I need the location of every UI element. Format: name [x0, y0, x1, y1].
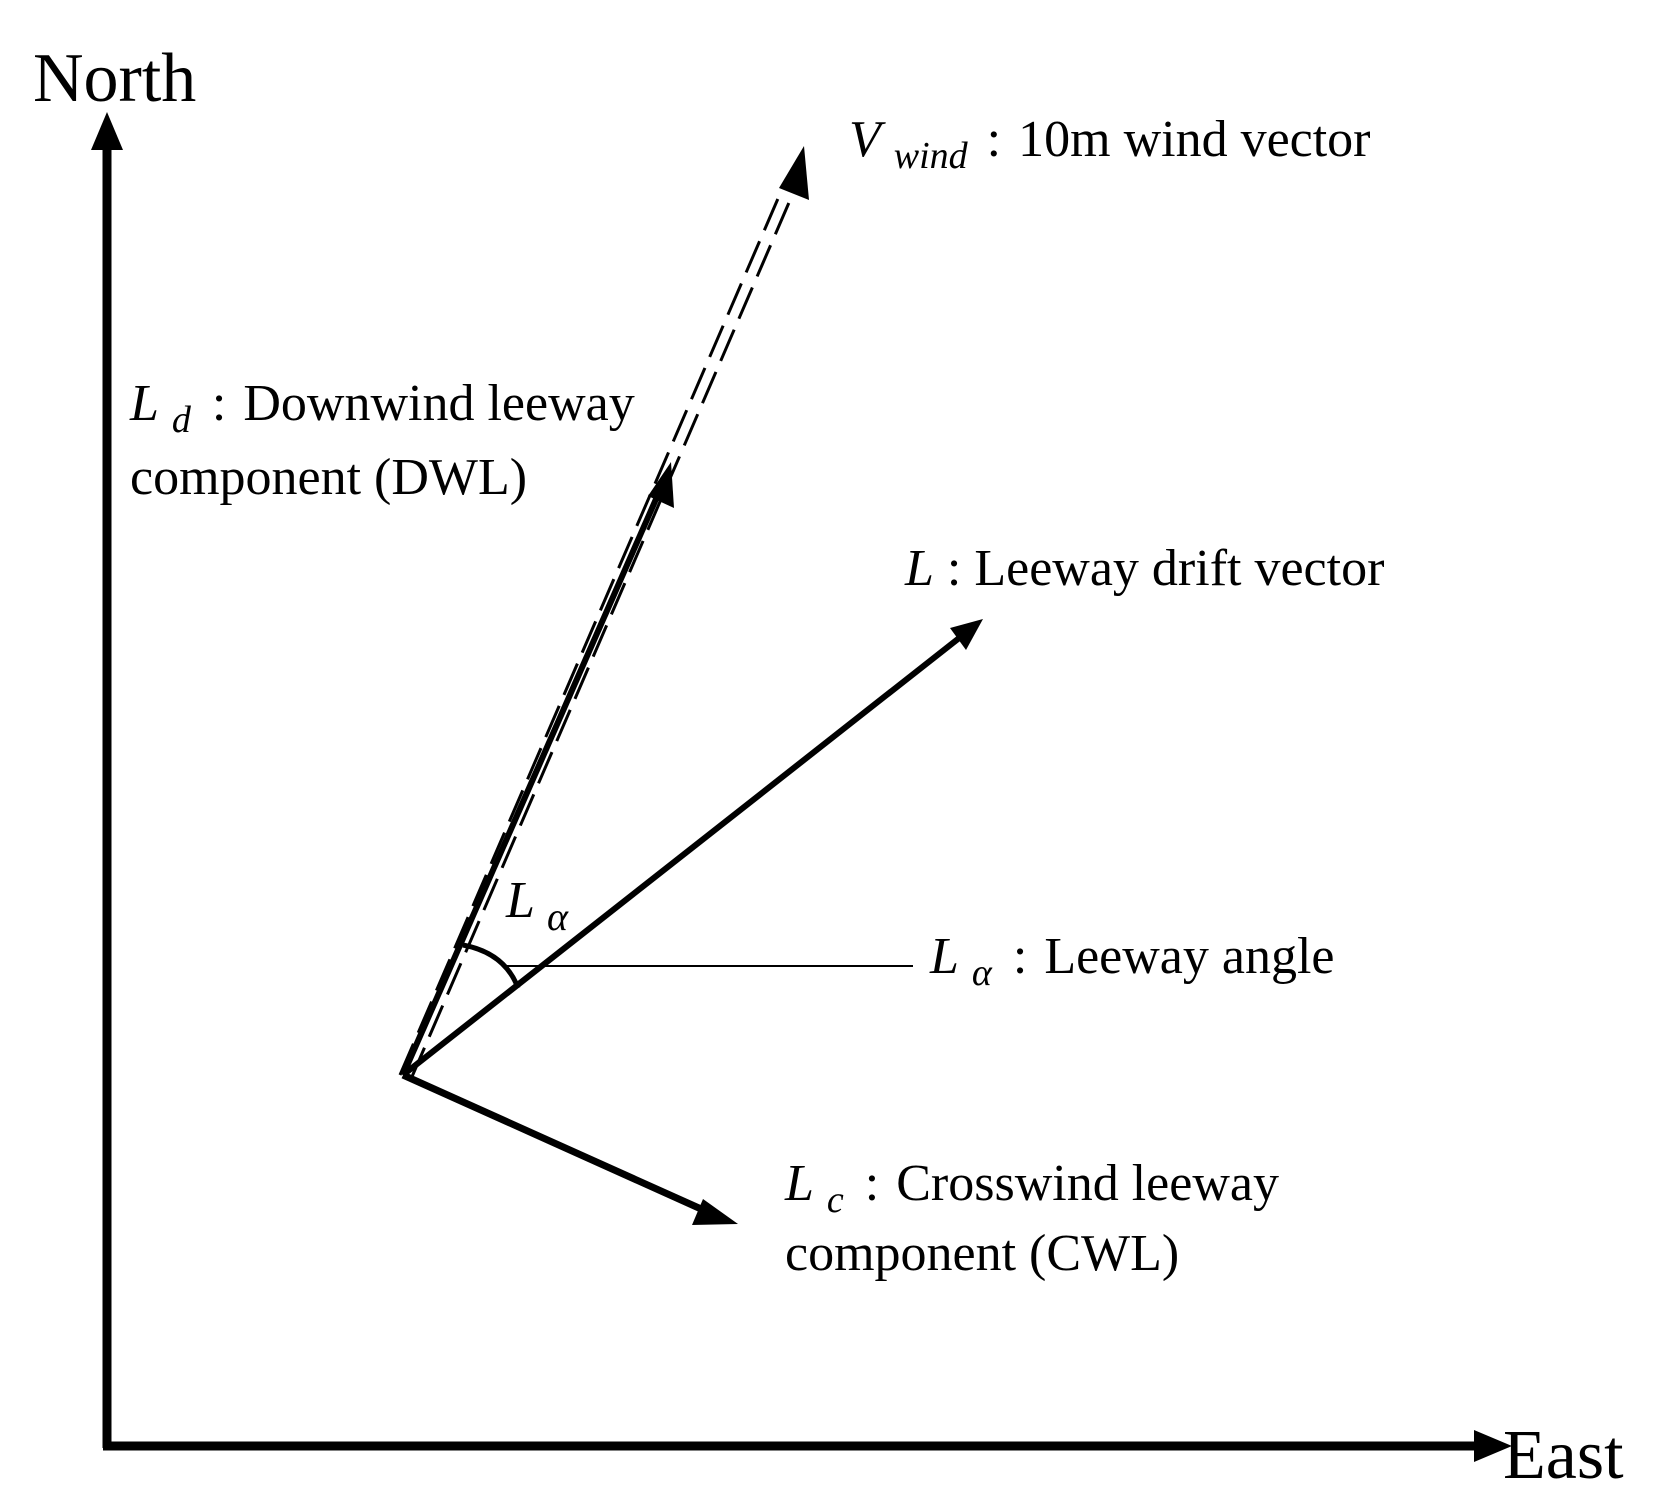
angle-separator: :	[1013, 928, 1027, 985]
east-axis	[103, 1430, 1512, 1462]
crosswind-leeway-arrowhead	[692, 1199, 738, 1225]
angle-marker-subscript: α	[547, 894, 569, 939]
crosswind-symbol: L	[784, 1155, 814, 1212]
east-axis-arrowhead	[1474, 1430, 1512, 1462]
wind-vector-arrowhead	[779, 146, 809, 200]
leeway-drift-line	[401, 632, 965, 1078]
angle-marker-symbol: L	[505, 872, 534, 929]
crosswind-leeway-line	[401, 1071, 712, 1217]
downwind-separator: :	[212, 375, 226, 432]
drift-text: Leeway drift vector	[974, 540, 1384, 597]
north-axis-label: North	[33, 40, 196, 117]
north-axis-arrowhead	[91, 112, 123, 150]
wind-separator: :	[987, 111, 1001, 168]
downwind-line1: Downwind leeway	[243, 375, 634, 432]
leeway-drift-vector	[401, 619, 983, 1078]
angle-symbol: L	[929, 928, 959, 985]
downwind-symbol: L	[129, 375, 159, 432]
east-axis-label: East	[1503, 1417, 1624, 1494]
leeway-angle-label: L α : Leeway angle	[929, 928, 1335, 997]
wind-symbol: V	[849, 111, 886, 168]
drift-separator: :	[947, 540, 961, 597]
downwind-subscript: d	[172, 399, 192, 441]
wind-vector-dash-left	[398, 179, 788, 1076]
crosswind-leeway-label-line2: component (CWL)	[785, 1225, 1179, 1282]
crosswind-line1: Crosswind leeway	[896, 1155, 1279, 1212]
downwind-leeway-label-line2: component (DWL)	[130, 449, 527, 506]
wind-text: 10m wind vector	[1018, 111, 1370, 168]
downwind-leeway-line	[400, 488, 663, 1077]
downwind-leeway-vector	[400, 462, 674, 1077]
north-axis	[91, 112, 123, 1448]
crosswind-separator: :	[865, 1155, 879, 1212]
wind-vector	[398, 146, 809, 1080]
wind-vector-dash-right	[409, 183, 799, 1080]
crosswind-leeway-label: L c : Crosswind leeway	[784, 1155, 1279, 1224]
drift-symbol: L	[904, 540, 934, 597]
angle-subscript: α	[972, 952, 993, 994]
leeway-drift-arrowhead	[950, 619, 983, 650]
downwind-leeway-label: L d : Downwind leeway	[129, 375, 635, 444]
leeway-angle-marker: L α	[505, 872, 569, 939]
leeway-drift-label: L : Leeway drift vector	[904, 540, 1384, 597]
downwind-leeway-arrowhead	[648, 462, 674, 508]
leeway-angle-arc	[462, 942, 521, 989]
wind-subscript: wind	[894, 135, 969, 177]
crosswind-subscript: c	[827, 1179, 844, 1221]
angle-text: Leeway angle	[1044, 928, 1334, 985]
wind-vector-label: V wind : 10m wind vector	[849, 111, 1371, 180]
crosswind-leeway-vector	[401, 1071, 738, 1225]
